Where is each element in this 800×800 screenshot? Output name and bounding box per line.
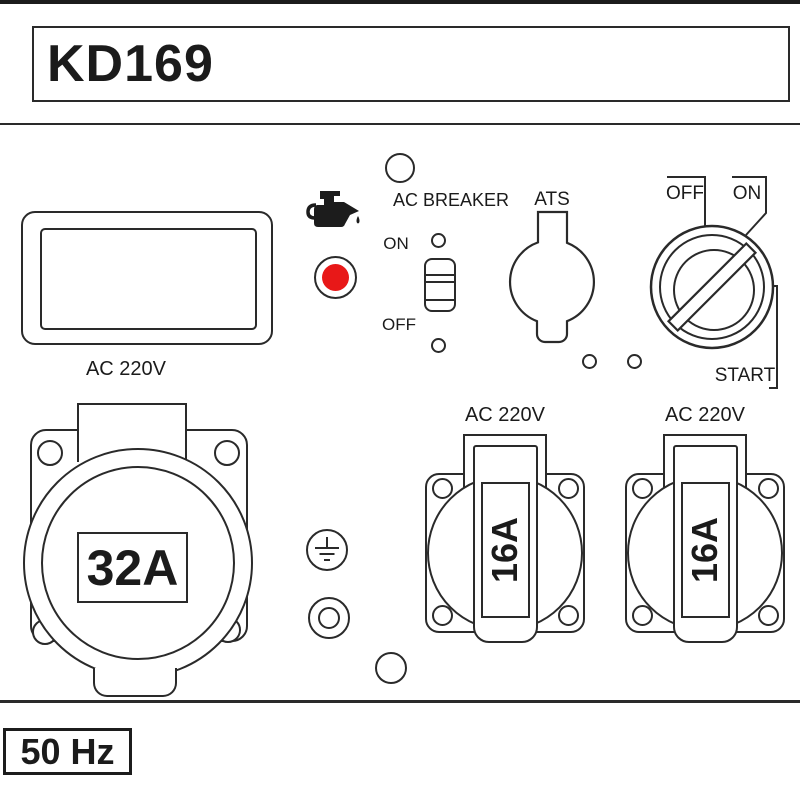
rocker-ridge <box>426 299 454 301</box>
socket-16a-rating-plate: 16A <box>681 482 730 618</box>
socket-screw-hole <box>558 605 579 626</box>
socket-screw-hole <box>432 605 453 626</box>
panel-hole <box>375 652 407 684</box>
off-position-pointer <box>667 176 706 227</box>
ats-keyhole-outline <box>508 210 595 344</box>
socket-32a-bottom-tab <box>93 668 177 697</box>
red-indicator-light <box>322 264 349 291</box>
breaker-label: AC BREAKER <box>392 190 510 210</box>
breaker-on-label: ON <box>383 234 409 253</box>
rocker-ridge <box>426 274 454 276</box>
socket-16a-voltage-label: AC 220V <box>464 404 546 426</box>
socket-16a-voltage-label: AC 220V <box>664 404 746 426</box>
oil-can-icon <box>306 191 360 227</box>
ground-terminal-hole <box>318 607 340 629</box>
voltmeter-screen <box>40 228 257 330</box>
ground-symbol <box>306 529 348 571</box>
socket-screw-hole <box>758 605 779 626</box>
start-position-pointer <box>769 285 778 389</box>
voltmeter-label: AC 220V <box>85 358 167 380</box>
socket-16a-rating-plate: 16A <box>481 482 530 618</box>
top-border <box>0 0 800 4</box>
socket-screw-hole <box>758 478 779 499</box>
socket-screw-hole <box>37 440 63 466</box>
panel-top-line <box>0 123 800 125</box>
ats-socket[interactable] <box>504 205 596 347</box>
key-off-label: OFF <box>666 183 704 204</box>
ats-label: ATS <box>534 189 570 210</box>
rocker-ridge <box>426 281 454 283</box>
model-title: KD169 <box>47 35 214 93</box>
model-title-box: KD169 <box>32 26 790 102</box>
frequency-badge: 50 Hz <box>3 728 132 775</box>
socket-32a-rating: 32A <box>77 532 188 603</box>
panel-screw <box>627 354 642 369</box>
socket-16a-rating: 16A <box>684 516 726 584</box>
oil-warning-button[interactable] <box>314 256 357 299</box>
key-switch-knob-bar[interactable] <box>666 241 758 333</box>
socket-screw-hole <box>432 478 453 499</box>
ground-terminal[interactable] <box>308 597 350 639</box>
breaker-reset-hole[interactable] <box>385 153 415 183</box>
breaker-off-mark <box>431 338 446 353</box>
breaker-on-mark <box>431 233 446 248</box>
socket-screw-hole <box>214 440 240 466</box>
socket-screw-hole <box>558 478 579 499</box>
on-position-pointer <box>732 176 767 236</box>
socket-16a-rating: 16A <box>484 516 526 584</box>
panel-screw <box>582 354 597 369</box>
breaker-off-label: OFF <box>382 315 416 334</box>
socket-screw-hole <box>632 605 653 626</box>
key-start-switch[interactable] <box>630 150 800 400</box>
breaker-rocker-switch[interactable] <box>424 258 456 312</box>
key-start-label: START <box>714 365 776 386</box>
key-on-label: ON <box>732 183 762 204</box>
panel-bottom-line <box>0 700 800 703</box>
socket-screw-hole <box>632 478 653 499</box>
